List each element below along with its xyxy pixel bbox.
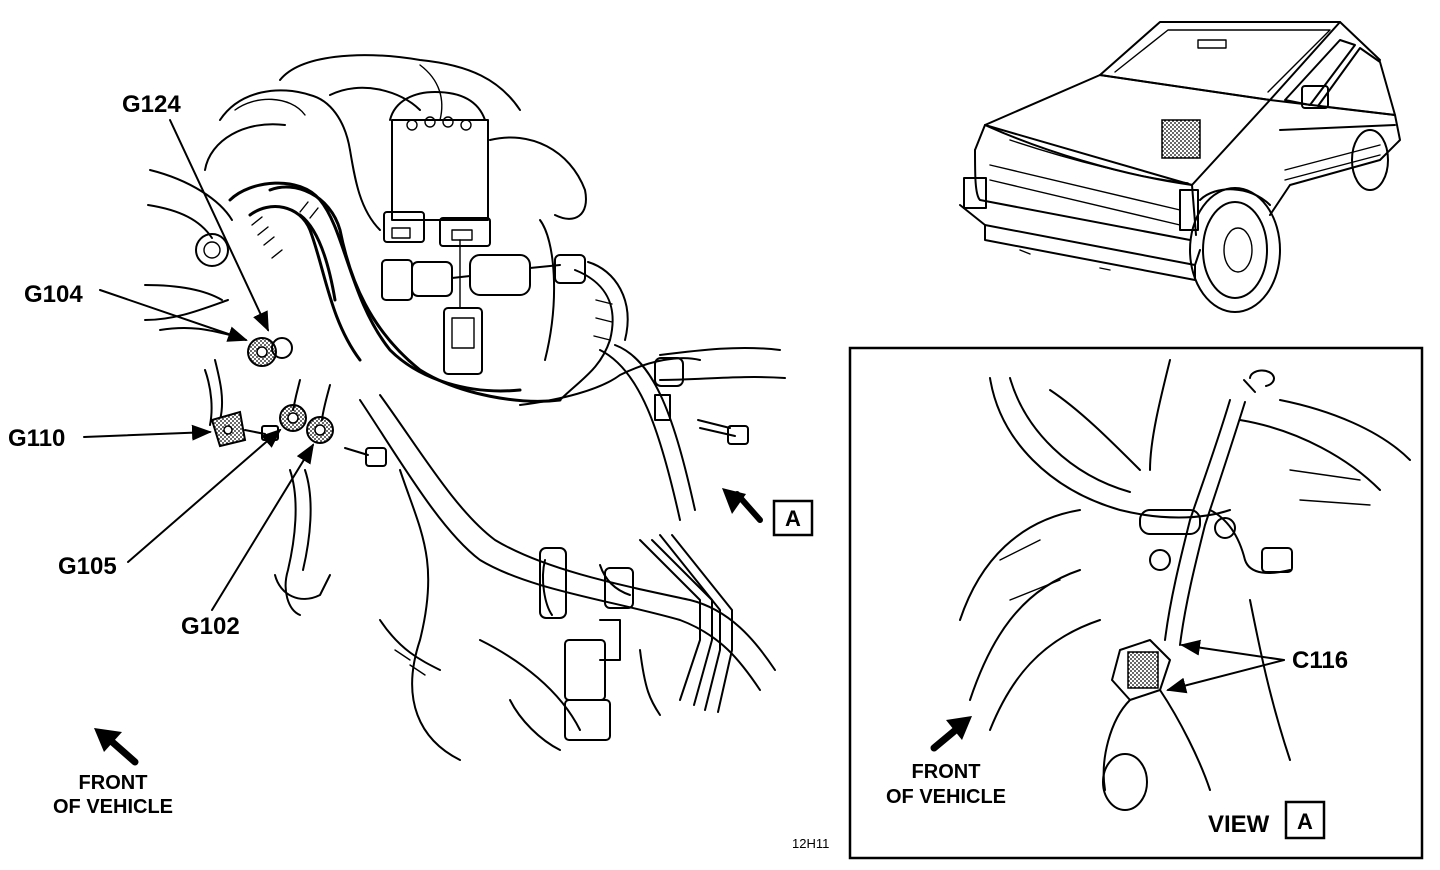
- label-g124: G124: [122, 91, 181, 118]
- view-title: VIEW: [1208, 811, 1270, 838]
- front-label-line2: OF VEHICLE: [53, 796, 173, 818]
- distributor-module: [383, 91, 491, 247]
- front-of-vehicle-left: FRONT OF VEHICLE: [53, 728, 173, 818]
- label-g104: G104: [24, 281, 83, 308]
- view-a-marker: A: [722, 488, 814, 537]
- vehicle-illustration: [959, 21, 1401, 313]
- location-highlight: [1161, 119, 1201, 159]
- figure-code: 12H11: [792, 836, 829, 851]
- fuel-lines: [639, 534, 733, 716]
- view-title-letter: A: [1297, 809, 1313, 834]
- engine-illustration: [144, 54, 786, 761]
- label-g105: G105: [58, 553, 117, 580]
- front-label-line1: FRONT: [79, 772, 148, 794]
- inset-view-a: C116 FRONT OF VEHICLE VIEW A: [848, 346, 1424, 860]
- front-inset-line2: OF VEHICLE: [886, 786, 1006, 808]
- ground-g104: [247, 337, 293, 367]
- view-a-marker-letter: A: [785, 506, 801, 531]
- front-inset-line1: FRONT: [912, 761, 981, 783]
- clamp-bolt: [697, 419, 749, 445]
- wiring-harness: [228, 181, 701, 406]
- label-g110: G110: [8, 425, 65, 452]
- label-g102: G102: [181, 613, 240, 640]
- leader-lines: [83, 119, 315, 611]
- ground-g102: [306, 384, 387, 467]
- label-c116: C116: [1292, 647, 1348, 674]
- ground-g105: [279, 379, 307, 432]
- engine-block-lower: [274, 469, 621, 761]
- left-hoses: [144, 169, 233, 426]
- battery-cable: [359, 344, 786, 691]
- fitting-cluster: [381, 239, 586, 375]
